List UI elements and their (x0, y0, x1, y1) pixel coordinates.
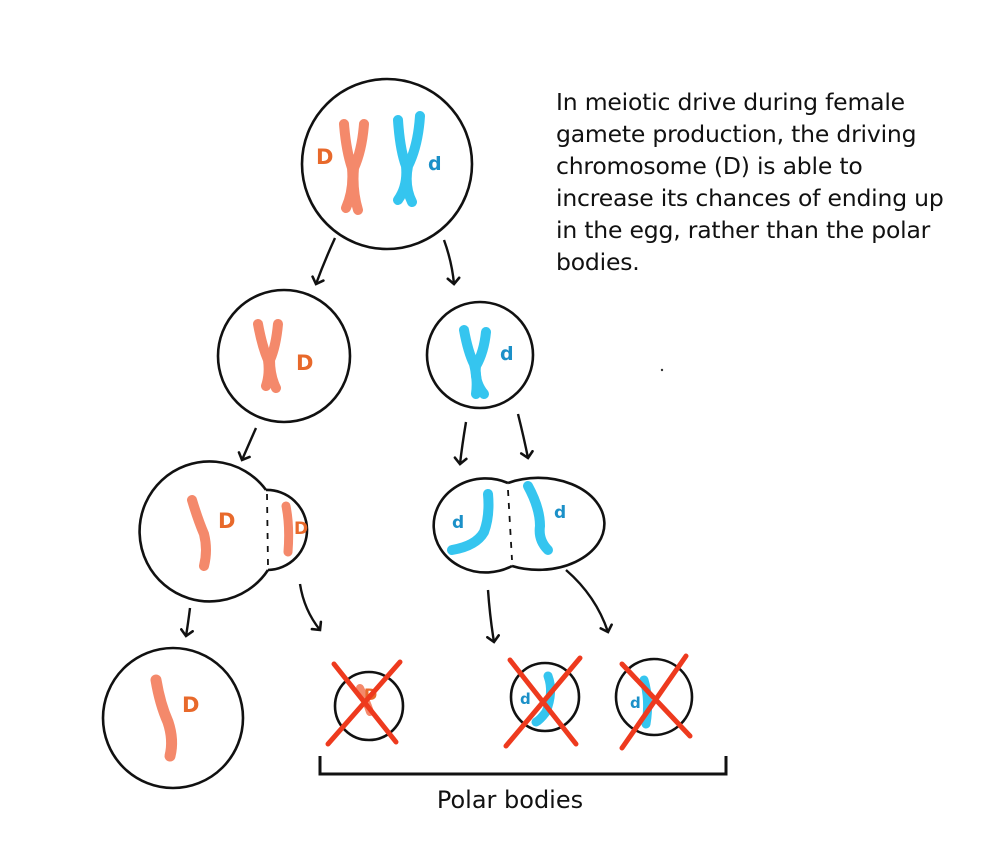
nondriving-allele-label: d (630, 694, 641, 712)
egg-cell: D (101, 646, 245, 790)
parent-cell: D d (300, 77, 474, 251)
nondriving-dividing-cell: d d (432, 476, 606, 574)
nondriving-allele-label: d (428, 153, 442, 175)
driving-allele-label: D (294, 519, 308, 539)
polar-body-membrane (333, 670, 405, 742)
driving-chromatid-egg (187, 495, 211, 571)
egg-driving-chromatid (150, 674, 178, 762)
arrow-to-polar-body-1 (298, 583, 323, 632)
nondriving-allele-label: d (500, 343, 514, 365)
driving-secondary-membrane (216, 288, 352, 424)
nondriving-allele-label: d (520, 690, 531, 708)
arrow-to-driving-cell (311, 237, 337, 286)
cross-mark (325, 659, 403, 747)
polar-body-membrane (509, 661, 581, 733)
driving-allele-label: D (182, 693, 199, 717)
nondriving-chromatid-left (447, 489, 494, 555)
arrow-to-nondriving-division-left (453, 421, 468, 466)
polar-bodies-bracket (318, 756, 728, 776)
arrow-to-nondriving-cell (442, 239, 461, 286)
polar-bodies-label: Polar bodies (436, 786, 584, 814)
nondriving-secondary-cell: d (425, 300, 535, 410)
arrow-to-nondriving-division-right (516, 413, 534, 460)
driving-allele-label: D (218, 509, 235, 533)
explanation-caption: In meiotic drive during female gamete pr… (556, 88, 944, 276)
stray-dot (660, 368, 664, 372)
nondriving-chromatid-right (523, 481, 553, 555)
cross-mark (503, 655, 583, 749)
cross-mark (619, 653, 693, 751)
driving-allele-label: D (296, 351, 313, 375)
driving-allele-label: D (316, 145, 333, 169)
parent-cell-membrane (300, 77, 474, 251)
driving-chromatid-polar (281, 501, 294, 557)
arrow-to-egg (179, 607, 194, 638)
nondriving-secondary-membrane (425, 300, 535, 410)
arrow-to-polar-body-2 (486, 589, 501, 644)
arrow-to-polar-body-3 (565, 569, 613, 634)
polar-body-1: D (325, 659, 405, 747)
polar-body-2: d (503, 655, 583, 749)
nondriving-allele-label: d (452, 513, 464, 533)
driving-dividing-cell: D D (138, 460, 309, 603)
driving-secondary-cell: D (216, 288, 352, 424)
driving-chromosome-pair (339, 119, 369, 215)
polar-body-3: d (614, 653, 694, 751)
arrow-to-driving-division (237, 427, 258, 462)
nondriving-chromosome-pair (393, 111, 425, 207)
egg-membrane (101, 646, 245, 790)
nondriving-allele-label: d (554, 503, 566, 523)
polar-body-membrane (614, 657, 694, 737)
